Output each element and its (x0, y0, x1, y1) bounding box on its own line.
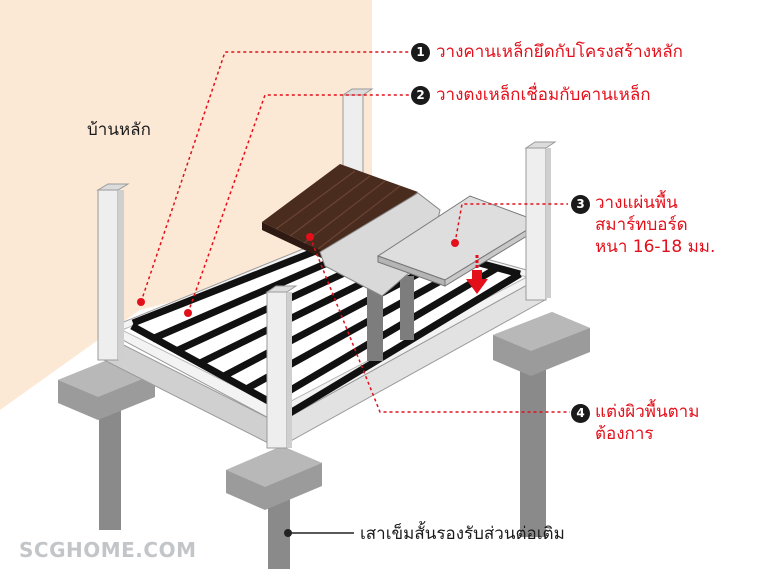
right-pile (520, 345, 546, 537)
step-2-number: 2 (411, 86, 430, 105)
left-pile (99, 380, 121, 530)
step-4-line-1: แต่งผิวพื้นตาม (595, 402, 700, 422)
placement-arrow (466, 255, 488, 294)
front-left-post (97, 189, 119, 361)
step-3-number: 3 (571, 195, 590, 214)
step-4-number: 4 (571, 404, 590, 423)
step-1-label: วางคานเหล็กยึดกับโครงสร้างหลัก (436, 42, 683, 62)
center-pile-1 (367, 286, 383, 361)
center-pile-2 (400, 276, 414, 340)
pile-leader (284, 529, 354, 537)
step-2-label: วางตงเหล็กเชื่อมกับคานเหล็ก (436, 85, 651, 105)
wooden-deck-finish (262, 164, 418, 255)
main-house-wall (0, 0, 372, 410)
watermark: SCGHOME.COM (19, 538, 197, 562)
step-3-line-2: สมาร์ทบอร์ด (595, 215, 688, 235)
back-right-post (525, 147, 547, 301)
front-center-post (266, 291, 288, 449)
step-3-line-3: หนา 16-18 มม. (595, 237, 716, 257)
main-house-label: บ้านหลัก (87, 120, 151, 140)
short-pile-label: เสาเข็มสั้นรองรับส่วนต่อเติม (360, 524, 565, 544)
step-1-number: 1 (411, 43, 430, 62)
step-4-line-2: ต้องการ (595, 424, 654, 444)
step-3-line-1: วางแผ่นพื้น (595, 193, 678, 213)
leader-lines (140, 51, 570, 413)
